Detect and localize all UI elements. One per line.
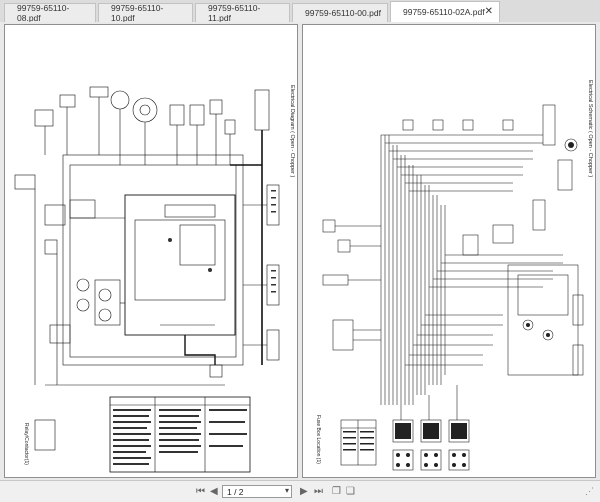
dual-page-icon[interactable]: ❑ [346,486,355,497]
page-caption-right: Fuse Box Location (1) [315,415,321,464]
last-page-icon[interactable]: ⏭ [314,486,323,497]
page-title-left: Electrical Diagram ( Open - Chopper ) [289,85,295,178]
resize-grip-icon: ⋰ [585,486,594,496]
pdf-page-2: Electrical Schematic ( Open - Chopper ) … [302,24,596,478]
page-number-input[interactable]: 1 / 2 ▾ [222,485,292,498]
wiring-diagram-left [14,86,280,473]
tab-label: 99759-65110-08.pdf [17,3,70,23]
tab-99759-65110-00[interactable]: 99759-65110-00.pdf [292,3,388,22]
tab-99759-65110-02A[interactable]: 99759-65110-02A.pdf ✕ [390,1,500,22]
first-page-icon[interactable]: ⏮ [196,486,205,497]
tab-99759-65110-08[interactable]: 99759-65110-08.pdf [4,3,96,23]
tab-label: 99759-65110-11.pdf [208,3,261,23]
prev-page-icon[interactable]: ◀ [210,486,218,497]
wiring-schematic-right [322,104,584,471]
page-caption-left: Relay/Contactor(1) [23,423,29,465]
tab-bar: 99759-65110-08.pdf 99759-65110-10.pdf 99… [0,0,600,23]
pdf-page-1: Electrical Diagram ( Open - Chopper ) Re… [4,24,298,478]
next-page-icon[interactable]: ▶ [300,486,308,497]
tab-99759-65110-10[interactable]: 99759-65110-10.pdf [98,3,193,23]
tab-99759-65110-11[interactable]: 99759-65110-11.pdf [195,3,290,23]
tab-label: 99759-65110-10.pdf [111,3,164,23]
fit-page-icon[interactable]: ❐ [332,486,341,497]
page-navigation-bar: ⏮ ◀ 1 / 2 ▾ ▶ ⏭ ❐ ❑ ⋰ [0,480,600,502]
tab-label: 99759-65110-02A.pdf [403,7,485,17]
document-viewer[interactable]: Electrical Diagram ( Open - Chopper ) Re… [0,22,600,480]
chevron-down-icon[interactable]: ▾ [284,486,289,495]
close-icon[interactable]: ✕ [484,6,493,17]
tab-label: 99759-65110-00.pdf [305,8,381,18]
page-number-value: 1 / 2 [227,486,244,497]
page-title-right: Electrical Schematic ( Open - Chopper ) [587,80,593,178]
